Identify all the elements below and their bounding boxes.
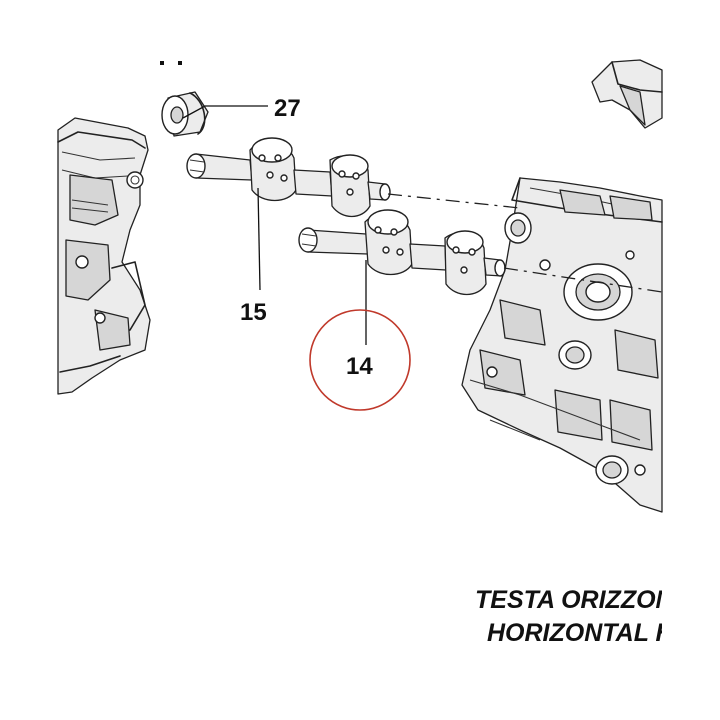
part-15-camshaft [186, 137, 391, 218]
right-cylinder-head [461, 177, 663, 513]
part-27-bushing [161, 91, 209, 137]
part-14-camshaft [298, 209, 506, 296]
caption-line-italian: TESTA ORIZZONTALE [475, 586, 662, 614]
left-cylinder-head [57, 117, 151, 395]
callout-27: 27 [274, 95, 301, 122]
caption-line-english: HORIZONTAL HEAD [487, 619, 662, 647]
part-14-axis-line [503, 267, 663, 293]
callout-14-highlight-ring [309, 309, 411, 411]
part-15-axis-line [387, 193, 521, 209]
callout-15: 15 [240, 299, 267, 326]
callout-14: 14 [346, 353, 373, 380]
upper-bracket [591, 59, 663, 129]
leader-27 [182, 105, 268, 119]
top-marks [160, 61, 182, 65]
leader-15 [257, 187, 261, 291]
